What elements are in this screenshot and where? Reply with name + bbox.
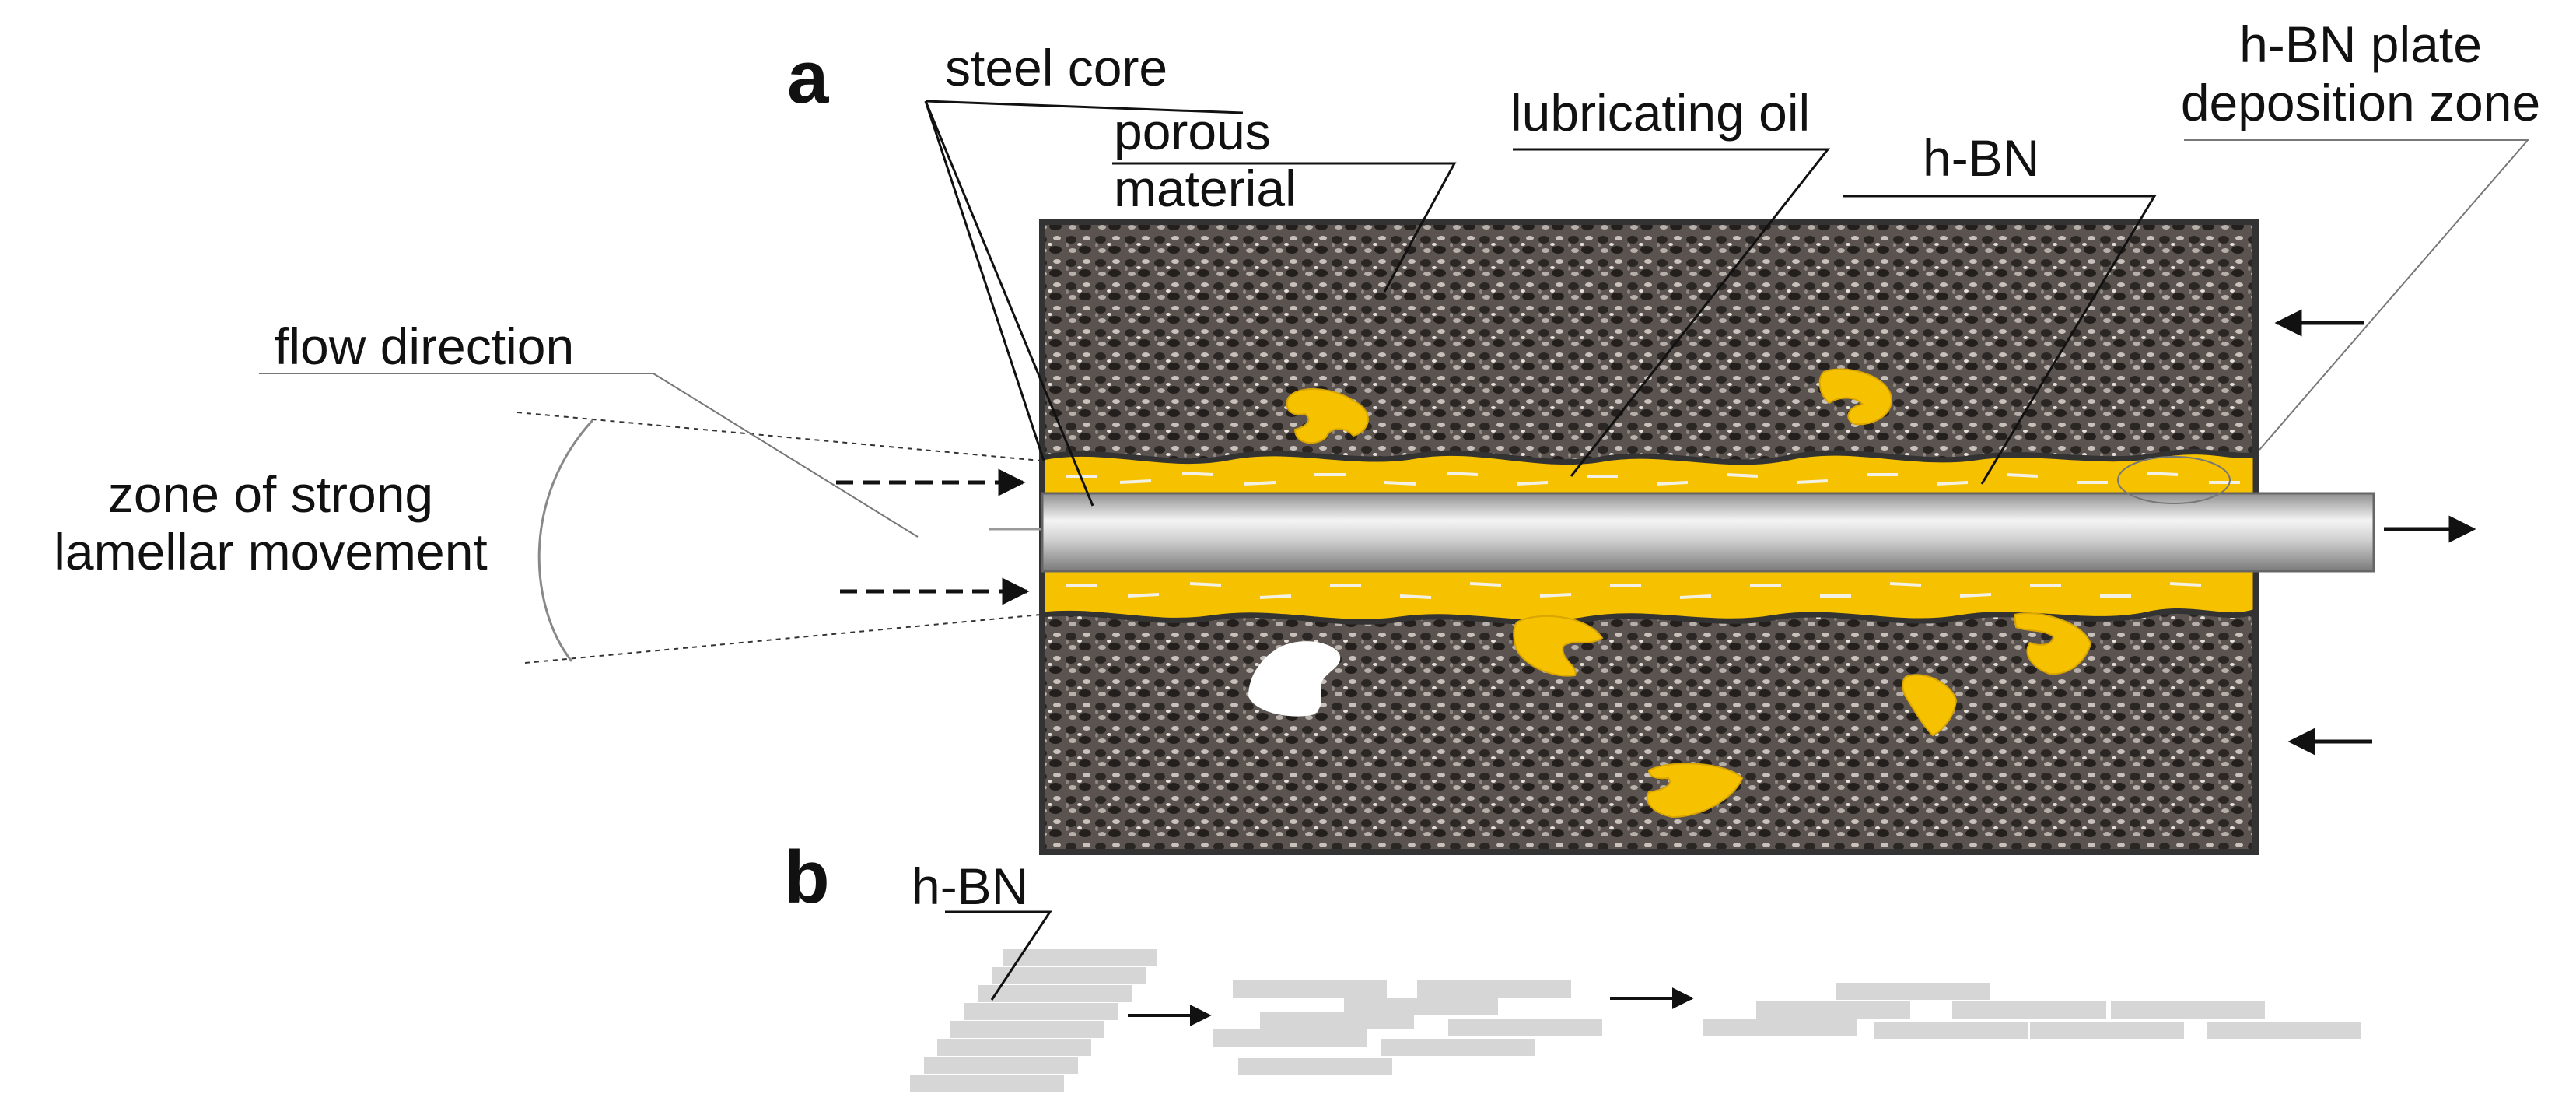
hbn-b-label: h-BN bbox=[912, 857, 1028, 915]
deposition-zone-label-1: h-BN plate bbox=[2239, 16, 2482, 73]
steel-core-label: steel core bbox=[945, 39, 1167, 96]
hbn-plates-partially-aligned bbox=[1213, 980, 1602, 1075]
lamellar-zone-boundary bbox=[516, 412, 1041, 664]
deposition-zone-ellipse bbox=[2117, 456, 2231, 504]
deposition-zone-label-2: deposition zone bbox=[2181, 74, 2540, 131]
hbn-label: h-BN bbox=[1923, 129, 2039, 187]
leader-lines bbox=[259, 100, 2530, 538]
hbn-b-leader bbox=[945, 910, 1052, 1001]
flow-dashed-arrows bbox=[836, 468, 1030, 605]
hbn-platelets-oil bbox=[1066, 472, 2240, 599]
hbn-plates-stack bbox=[910, 949, 1157, 1092]
empty-pore bbox=[1248, 641, 1341, 717]
oil-pores bbox=[1286, 368, 2092, 819]
steel-core-rod bbox=[989, 492, 2375, 573]
lamellar-zone-label-2: lamellar movement bbox=[54, 523, 488, 580]
flow-direction-label: flow direction bbox=[275, 317, 574, 375]
hbn-plates-aligned bbox=[1703, 983, 2361, 1039]
panel-a-letter: a bbox=[787, 36, 829, 119]
porous-material-label-1: porous bbox=[1114, 103, 1271, 160]
alignment-arrows bbox=[1128, 987, 1694, 1026]
panel-b-letter: b bbox=[784, 836, 830, 919]
lubricating-oil-upper bbox=[1039, 449, 2259, 501]
lubricating-oil-lower bbox=[1039, 565, 2259, 626]
compression-arrows bbox=[2274, 309, 2372, 756]
lamellar-zone-label-1: zone of strong bbox=[108, 465, 433, 523]
porous-material-label-2: material bbox=[1114, 160, 1297, 217]
lubricating-oil-label: lubricating oil bbox=[1510, 84, 1810, 142]
